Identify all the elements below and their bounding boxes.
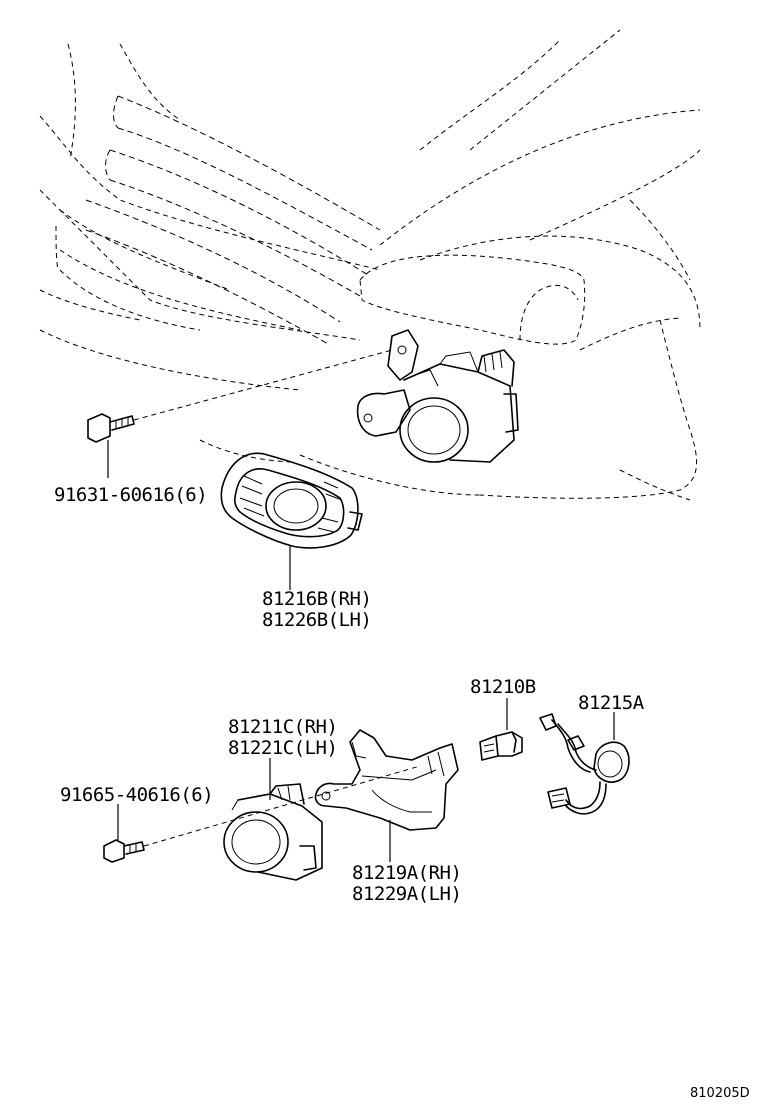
fog-lamp-bezel: [220, 452, 363, 590]
bulb: [479, 698, 523, 761]
lamp-rh-part-number: 81211C(RH): [228, 716, 338, 738]
fog-lamp-unit: [223, 758, 323, 881]
lamp-lh-part-number: 81221C(LH): [228, 737, 338, 759]
bracket-rh-part-number: 81219A(RH): [352, 862, 462, 884]
vehicle-front-outline: [39, 29, 701, 501]
bolt-upper: [87, 349, 393, 478]
bezel-rh-part-number: 81216B(RH): [262, 588, 372, 610]
fog-lamp-assembly-mounted: [356, 329, 519, 463]
fog-lamp-bracket: [314, 729, 459, 862]
bezel-lh-part-number: 81226B(LH): [262, 609, 372, 631]
bolt-upper-part-number: 91631-60616(6): [54, 484, 208, 506]
socket-wire-harness: [539, 712, 630, 815]
bracket-lh-part-number: 81229A(LH): [352, 883, 462, 905]
bulb-part-number: 81210B: [470, 676, 536, 698]
diagram-code: 810205D: [690, 1086, 750, 1101]
bolt-lower-part-number: 91665-40616(6): [60, 784, 214, 806]
socket-harness-part-number: 81215A: [578, 692, 644, 714]
bolt-lower: [103, 765, 421, 863]
